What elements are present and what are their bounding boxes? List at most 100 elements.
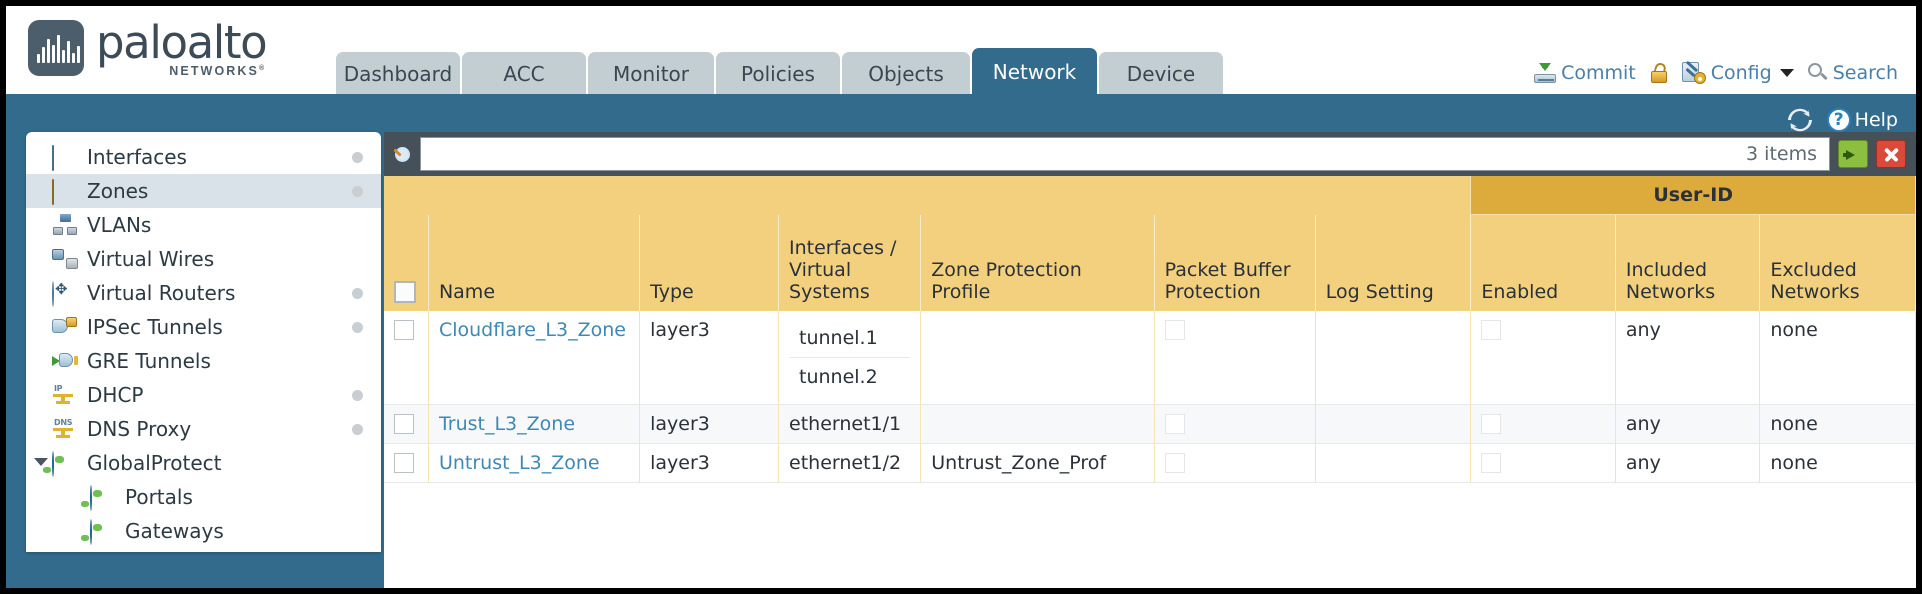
sidebar-status-dot (352, 152, 363, 163)
network-sidebar: Interfaces Zones VLANs Virtual Wires (26, 132, 381, 552)
config-menu[interactable]: Config (1681, 60, 1794, 84)
apply-filter-button[interactable] (1838, 140, 1868, 168)
zone-link[interactable]: Untrust_L3_Zone (438, 451, 600, 474)
cell-log-setting (1315, 443, 1472, 483)
sub-toolbar-actions: ? Help (1787, 108, 1898, 132)
cell-packet-buffer-protection (1154, 404, 1316, 444)
help-label: Help (1854, 109, 1898, 131)
cell-enabled (1470, 443, 1616, 483)
col-header-log-setting[interactable]: Log Setting (1315, 214, 1472, 311)
sidebar-item-interfaces[interactable]: Interfaces (26, 140, 381, 174)
sidebar-item-virtual-routers[interactable]: Virtual Routers (26, 276, 381, 310)
row-checkbox[interactable] (394, 320, 414, 340)
col-header-interfaces[interactable]: Interfaces / Virtual Systems (778, 214, 922, 311)
sidebar-item-gateways[interactable]: Gateways (26, 514, 381, 548)
zones-table: User-ID Name Type Interfaces / Virtual S… (384, 176, 1916, 483)
help-button[interactable]: ? Help (1826, 108, 1898, 132)
cell-interfaces: ethernet1/1 (778, 404, 922, 444)
cell-packet-buffer-protection (1154, 310, 1316, 405)
col-header-type[interactable]: Type (639, 214, 780, 311)
row-checkbox[interactable] (394, 414, 414, 434)
vlans-icon (52, 214, 78, 236)
app-body: ? Help Interfaces Zones (6, 94, 1916, 588)
tab-dashboard[interactable]: Dashboard (336, 52, 460, 94)
expander-triangle-icon[interactable] (34, 458, 48, 466)
item-count-label: 3 items (1746, 143, 1817, 165)
col-header-zone-protection-profile[interactable]: Zone Protection Profile (920, 214, 1155, 311)
sidebar-item-portals[interactable]: Portals (26, 480, 381, 514)
sidebar-item-globalprotect[interactable]: GlobalProtect (26, 446, 381, 480)
packet-buffer-checkbox[interactable] (1164, 320, 1185, 340)
tab-acc[interactable]: ACC (462, 52, 586, 94)
row-checkbox[interactable] (394, 453, 414, 473)
filter-search-button[interactable] (384, 146, 420, 162)
refresh-button[interactable] (1787, 108, 1813, 132)
col-header-name[interactable]: Name (428, 214, 641, 311)
sidebar-list: Interfaces Zones VLANs Virtual Wires (26, 132, 381, 548)
lock-button[interactable] (1650, 61, 1668, 83)
sidebar-item-label: Virtual Wires (87, 247, 215, 271)
search-button[interactable]: Search (1807, 62, 1898, 84)
row-select-cell (384, 310, 429, 405)
packet-buffer-checkbox[interactable] (1164, 414, 1185, 434)
col-header-included-networks[interactable]: Included Networks (1615, 214, 1761, 311)
select-all-header (384, 214, 429, 311)
user-id-enabled-checkbox[interactable] (1481, 320, 1502, 340)
tab-network[interactable]: Network (972, 48, 1097, 94)
cell-packet-buffer-protection (1154, 443, 1316, 483)
sidebar-item-virtual-wires[interactable]: Virtual Wires (26, 242, 381, 276)
table-row[interactable]: Untrust_L3_Zone layer3 ethernet1/2 Untru… (384, 443, 1916, 483)
interface-entry: tunnel.2 (799, 365, 878, 388)
search-label: Search (1832, 62, 1898, 84)
zone-link[interactable]: Cloudflare_L3_Zone (438, 318, 626, 341)
column-header-row: Name Type Interfaces / Virtual Systems Z… (384, 214, 1916, 311)
user-id-enabled-checkbox[interactable] (1481, 414, 1502, 434)
commit-label: Commit (1561, 62, 1636, 84)
col-header-enabled[interactable]: Enabled (1470, 214, 1616, 311)
sidebar-item-label: Gateways (125, 519, 224, 543)
sidebar-item-zones[interactable]: Zones (26, 174, 381, 208)
sidebar-item-label: DHCP (87, 383, 144, 407)
header-actions: Commit Config Search (1534, 60, 1898, 84)
zones-table-wrapper: User-ID Name Type Interfaces / Virtual S… (384, 176, 1916, 588)
group-header-spacer (384, 176, 1472, 215)
tab-device[interactable]: Device (1099, 52, 1223, 94)
cell-interfaces: tunnel.1 tunnel.2 (778, 310, 922, 405)
help-icon: ? (1826, 108, 1851, 132)
globalprotect-icon (52, 451, 78, 477)
clear-filter-button[interactable] (1876, 140, 1906, 168)
user-id-enabled-checkbox[interactable] (1481, 453, 1502, 473)
lock-icon (1650, 61, 1668, 83)
row-select-cell (384, 404, 429, 444)
sidebar-item-label: IPSec Tunnels (87, 315, 223, 339)
tab-objects[interactable]: Objects (842, 52, 970, 94)
col-header-packet-buffer-protection[interactable]: Packet Buffer Protection (1154, 214, 1316, 311)
sidebar-item-gre-tunnels[interactable]: GRE Tunnels (26, 344, 381, 378)
table-row[interactable]: Cloudflare_L3_Zone layer3 tunnel.1 tunne… (384, 310, 1916, 405)
sidebar-item-dhcp[interactable]: IP DHCP (26, 378, 381, 412)
commit-button[interactable]: Commit (1534, 62, 1636, 84)
search-icon (1807, 63, 1828, 83)
zones-icon (52, 179, 78, 205)
table-row[interactable]: Trust_L3_Zone layer3 ethernet1/1 (384, 404, 1916, 444)
cell-included-networks: any (1615, 404, 1761, 444)
config-label: Config (1710, 62, 1772, 84)
sidebar-item-dns-proxy[interactable]: DNS DNS Proxy (26, 412, 381, 446)
packet-buffer-checkbox[interactable] (1164, 453, 1185, 473)
virtual-wires-icon (52, 248, 78, 270)
commit-icon (1534, 63, 1557, 83)
tab-monitor[interactable]: Monitor (588, 52, 714, 94)
sidebar-status-dot (352, 424, 363, 435)
sidebar-item-vlans[interactable]: VLANs (26, 208, 381, 242)
sidebar-item-ipsec-tunnels[interactable]: IPSec Tunnels (26, 310, 381, 344)
magnifier-icon (392, 146, 410, 162)
search-input[interactable]: 3 items (420, 137, 1830, 171)
logo-subtext: NETWORKS® (96, 64, 266, 78)
sidebar-item-label: VLANs (87, 213, 152, 237)
sidebar-item-label: DNS Proxy (87, 417, 192, 441)
select-all-checkbox[interactable] (394, 280, 416, 303)
zone-link[interactable]: Trust_L3_Zone (438, 412, 576, 435)
cell-zone-protection-profile (920, 310, 1155, 405)
tab-policies[interactable]: Policies (716, 52, 840, 94)
col-header-excluded-networks[interactable]: Excluded Networks (1759, 214, 1916, 311)
